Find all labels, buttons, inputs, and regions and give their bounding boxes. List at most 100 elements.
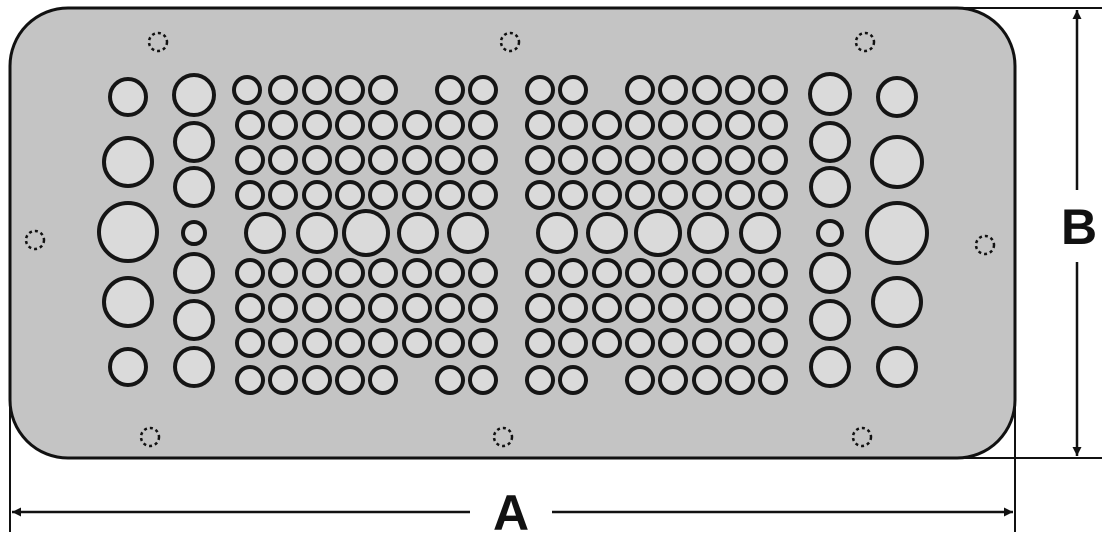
grommet-hole-side	[816, 219, 844, 247]
grommet-hole-large	[586, 212, 628, 254]
grommet-hole	[368, 258, 398, 288]
grommet-hole	[625, 365, 655, 395]
grommet-hole	[725, 180, 755, 210]
grommet-hole	[435, 75, 465, 105]
mounting-hole	[499, 31, 521, 53]
grommet-holes	[97, 72, 929, 395]
grommet-hole	[592, 258, 622, 288]
grommet-hole	[268, 110, 298, 140]
grommet-hole	[558, 75, 588, 105]
grommet-hole	[592, 110, 622, 140]
grommet-hole	[558, 328, 588, 358]
grommet-hole	[468, 75, 498, 105]
plate	[8, 6, 1017, 460]
grommet-hole	[468, 365, 498, 395]
grommet-hole	[468, 258, 498, 288]
grommet-hole	[525, 75, 555, 105]
grommet-hole	[592, 145, 622, 175]
grommet-hole	[368, 75, 398, 105]
grommet-hole	[525, 258, 555, 288]
grommet-hole	[402, 293, 432, 323]
grommet-hole	[758, 258, 788, 288]
grommet-hole	[435, 365, 465, 395]
mounting-hole	[24, 229, 46, 251]
grommet-hole	[758, 110, 788, 140]
grommet-hole	[368, 328, 398, 358]
grommet-hole	[235, 180, 265, 210]
grommet-hole-side	[173, 121, 215, 163]
grommet-hole-side	[809, 346, 851, 388]
grommet-hole	[302, 365, 332, 395]
grommet-hole	[692, 328, 722, 358]
grommet-hole-outer	[865, 201, 929, 265]
grommet-hole	[435, 258, 465, 288]
grommet-hole	[302, 75, 332, 105]
grommet-hole	[335, 145, 365, 175]
grommet-hole	[625, 75, 655, 105]
grommet-hole-side	[809, 252, 851, 294]
grommet-hole-large	[447, 212, 489, 254]
grommet-hole	[368, 180, 398, 210]
grommet-hole-side	[808, 72, 852, 116]
grommet-hole	[658, 180, 688, 210]
grommet-hole	[435, 145, 465, 175]
grommet-hole	[302, 328, 332, 358]
grommet-hole	[235, 110, 265, 140]
grommet-hole	[302, 110, 332, 140]
grommet-hole	[335, 258, 365, 288]
grommet-hole-large	[739, 212, 781, 254]
grommet-hole	[468, 328, 498, 358]
grommet-hole	[558, 145, 588, 175]
grommet-hole	[692, 145, 722, 175]
grommet-hole-side	[172, 73, 216, 117]
grommet-hole	[725, 258, 755, 288]
grommet-hole-outer	[876, 346, 918, 388]
grommet-hole	[558, 180, 588, 210]
grommet-hole	[592, 293, 622, 323]
grommet-hole-outer	[108, 77, 148, 117]
grommet-hole	[402, 328, 432, 358]
grommet-hole	[335, 180, 365, 210]
grommet-hole-large	[634, 209, 682, 257]
grommet-hole	[335, 110, 365, 140]
grommet-hole	[435, 328, 465, 358]
grommet-hole	[235, 328, 265, 358]
grommet-hole	[625, 293, 655, 323]
grommet-hole	[692, 293, 722, 323]
grommet-hole	[625, 110, 655, 140]
grommet-hole	[658, 365, 688, 395]
grommet-hole-large	[342, 209, 390, 257]
grommet-hole	[525, 293, 555, 323]
grommet-hole-large	[296, 212, 338, 254]
grommet-hole	[625, 328, 655, 358]
grommet-hole	[468, 110, 498, 140]
grommet-hole	[302, 293, 332, 323]
grommet-hole-side	[809, 121, 851, 163]
grommet-hole	[758, 293, 788, 323]
grommet-hole	[235, 145, 265, 175]
grommet-hole	[235, 258, 265, 288]
grommet-hole	[302, 258, 332, 288]
grommet-hole	[268, 365, 298, 395]
grommet-hole-large	[536, 212, 578, 254]
grommet-hole	[368, 365, 398, 395]
grommet-hole	[302, 180, 332, 210]
grommet-hole-outer	[102, 276, 154, 328]
grommet-hole	[368, 293, 398, 323]
grommet-hole	[658, 293, 688, 323]
grommet-hole-side	[809, 166, 851, 208]
dimension-a: A	[9, 400, 1016, 541]
grommet-hole	[268, 293, 298, 323]
grommet-hole	[402, 110, 432, 140]
grommet-hole	[658, 110, 688, 140]
grommet-hole-side	[173, 252, 215, 294]
grommet-hole	[268, 180, 298, 210]
grommet-hole-outer	[97, 201, 159, 263]
grommet-hole	[558, 293, 588, 323]
grommet-hole	[625, 180, 655, 210]
grommet-hole	[758, 180, 788, 210]
grommet-hole	[525, 110, 555, 140]
grommet-hole	[335, 75, 365, 105]
grommet-hole	[558, 365, 588, 395]
grommet-hole	[468, 145, 498, 175]
